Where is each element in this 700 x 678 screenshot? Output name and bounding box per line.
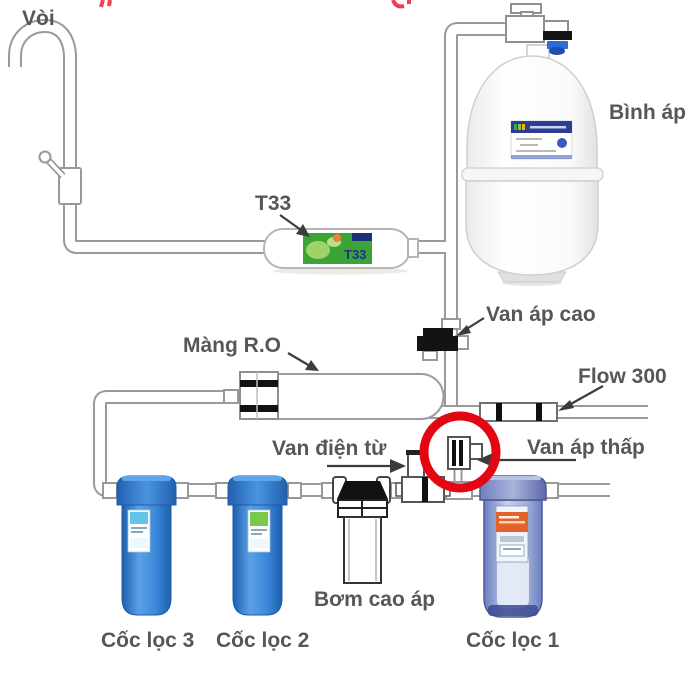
label-pump: Bơm cao áp <box>314 588 435 611</box>
arrow-to-t33 <box>279 214 302 231</box>
ro-membrane <box>239 371 445 420</box>
annotation-arrows <box>279 214 604 473</box>
high-pressure-pump <box>332 476 391 584</box>
filter-1-label <box>495 505 529 563</box>
arrow-to-mang-ro <box>287 352 311 367</box>
pressure-tank <box>461 3 604 286</box>
arrowhead-van-ap-cao <box>456 325 471 336</box>
arrowhead-van-ap-thap <box>477 453 493 467</box>
filter-housing-2 <box>227 475 288 616</box>
arrow-to-flow-300 <box>568 385 604 406</box>
flow-restrictor <box>479 402 558 422</box>
label-flow-restrictor: Flow 300 <box>578 365 667 388</box>
filter-3-label <box>127 509 151 553</box>
label-filter-cup-1: Cốc lọc 1 <box>466 629 560 652</box>
label-low-pressure-valve: Van áp thấp <box>527 436 645 459</box>
label-high-pressure-valve: Van áp cao <box>486 303 596 326</box>
label-pressure-tank: Bình áp <box>609 101 686 124</box>
high-pressure-valve <box>417 328 469 361</box>
cropped-title-fragment <box>99 0 411 9</box>
t33-filter: T33 <box>263 228 419 275</box>
highlight-circle <box>419 411 501 493</box>
filter-housing-1 <box>479 475 547 618</box>
label-t33: T33 <box>255 192 291 215</box>
label-faucet: Vòi <box>22 7 55 30</box>
arrowhead-van-dien-tu <box>390 459 406 473</box>
label-filter-cup-3: Cốc lọc 3 <box>101 629 194 652</box>
faucet <box>38 150 82 205</box>
label-filter-cup-2: Cốc lọc 2 <box>216 629 309 652</box>
tank-label <box>510 120 573 160</box>
arrowhead-t33 <box>296 224 310 237</box>
arrowhead-mang-ro <box>305 360 319 371</box>
filter-housing-3 <box>116 475 177 616</box>
label-solenoid-valve: Van điện từ <box>272 437 387 460</box>
pipe-fittings <box>102 318 559 500</box>
solenoid-valve <box>395 450 451 503</box>
label-ro-membrane: Màng R.O <box>183 334 281 357</box>
arrowhead-flow-300 <box>558 400 574 411</box>
t33-cartridge-text: T33 <box>344 247 366 262</box>
filter-2-label <box>247 509 271 553</box>
low-pressure-valve <box>447 436 483 470</box>
tank-valve <box>505 3 572 55</box>
